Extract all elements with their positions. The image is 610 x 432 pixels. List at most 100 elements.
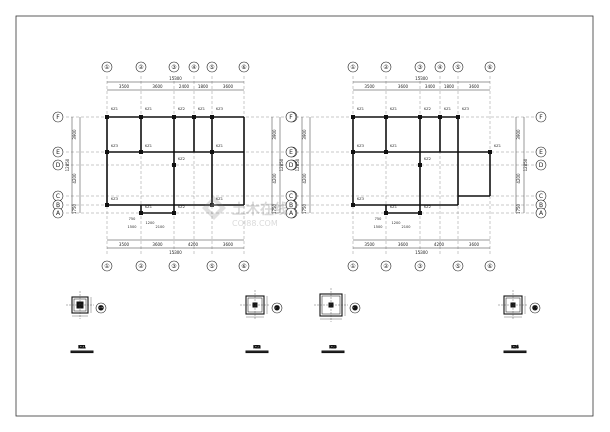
plan_left-left-axis: C bbox=[56, 193, 60, 200]
plan_left-top-axis: ① bbox=[104, 64, 109, 71]
plan-right-note: 2100 bbox=[402, 225, 411, 229]
detail-label: KZ4 bbox=[512, 345, 520, 349]
plan_right-left-axis-circle bbox=[285, 146, 297, 158]
detail-axis: ③ bbox=[352, 305, 357, 312]
detail-axis: ② bbox=[274, 305, 280, 312]
plan-left-column-tag: KZ1 bbox=[216, 197, 223, 201]
plan_left-bottom-axis-circle bbox=[135, 260, 147, 272]
plan_right-right-axis-circle bbox=[535, 159, 547, 171]
plan_right-right-total: 12850 bbox=[523, 158, 528, 171]
plan-right-column-tag: KZ2 bbox=[424, 205, 431, 209]
plan_right-bottom-axis: ② bbox=[383, 263, 389, 270]
plan-left-column-tag: KZ2 bbox=[178, 205, 185, 209]
plan_right-top-dim: 3600 bbox=[469, 84, 480, 89]
plan-right-column-tag: KZ3 bbox=[357, 197, 364, 201]
plan_left-bottom-dim: 3600 bbox=[152, 242, 163, 247]
plan_left-top-total: 15300 bbox=[169, 76, 182, 81]
left-floor-plan bbox=[66, 76, 285, 256]
plan_left-top-axis-circle bbox=[206, 61, 218, 73]
plan_right-top-axis: ⑤ bbox=[455, 64, 460, 71]
plan_right-bottom-axis-circle bbox=[452, 260, 464, 272]
plan_right-left-axis: C bbox=[289, 193, 293, 200]
plan-right-note: 750 bbox=[375, 217, 382, 221]
plan_right-bottom-axis-circle bbox=[347, 260, 359, 272]
plan_left-bottom-axis-circle bbox=[238, 260, 250, 272]
column-detail-3: ③ KZ3 bbox=[314, 288, 361, 354]
plan_left-top-axis: ④ bbox=[191, 64, 196, 71]
plan_right-top-axis-circle bbox=[414, 61, 426, 73]
plan_left-top-dim: 3600 bbox=[223, 84, 234, 89]
plan_right-right-dim: 3900 bbox=[516, 129, 521, 140]
plan_right-right-axis: E bbox=[539, 149, 543, 156]
plan_right-right-axis: D bbox=[539, 162, 544, 169]
plan-right-column-tag: KZ2 bbox=[424, 107, 431, 111]
plan_right-left-axis-circle bbox=[285, 159, 297, 171]
plan_left-bottom-axis: ③ bbox=[171, 263, 176, 270]
plan_right-top-axis: ⑥ bbox=[487, 64, 492, 71]
plan_right-left-dim: 1750 bbox=[302, 203, 307, 214]
plan_left-top-axis: ② bbox=[138, 64, 144, 71]
plan-right-note: 1500 bbox=[374, 225, 383, 229]
plan_right-top-axis-circle bbox=[434, 61, 446, 73]
plan_right-bottom-axis: ③ bbox=[417, 263, 422, 270]
plan-left-column-tag: KZ2 bbox=[178, 157, 185, 161]
plan_left-right-dim: 1750 bbox=[272, 203, 277, 214]
plan_right-top-axis-circle bbox=[484, 61, 496, 73]
plan-left-note: 1500 bbox=[128, 225, 137, 229]
plan_left-right-dim: 3900 bbox=[272, 129, 277, 140]
detail-label: KZ3 bbox=[330, 345, 337, 349]
watermark-logo-icon bbox=[202, 196, 226, 220]
plan_right-top-axis: ① bbox=[350, 64, 355, 71]
plan_left-bottom-dim: 4200 bbox=[188, 242, 199, 247]
plan_left-bottom-axis: ① bbox=[104, 263, 109, 270]
watermark: 土木在线 COI88.COM bbox=[202, 196, 288, 228]
plan_right-bottom-dim: 3500 bbox=[364, 242, 375, 247]
plan_left-bottom-axis-circle bbox=[168, 260, 180, 272]
plan_left-left-axis-circle bbox=[52, 146, 64, 158]
plan_right-right-axis-circle bbox=[535, 207, 547, 219]
plan-left-column-tag: KZ1 bbox=[198, 107, 205, 111]
column-detail-1: ① KZ1 bbox=[66, 291, 107, 354]
plan-left-column-tag: KZ1 bbox=[216, 144, 223, 148]
plan_left-top-dim: 3600 bbox=[152, 84, 163, 89]
plan_left-top-axis-circle bbox=[101, 61, 113, 73]
plan_left-left-dim: 3900 bbox=[72, 129, 77, 140]
plan_right-bottom-axis: ⑥ bbox=[487, 263, 492, 270]
plan_left-left-axis-circle bbox=[52, 111, 64, 123]
plan_right-top-axis: ③ bbox=[417, 64, 422, 71]
plan_left-top-dim: 2400 bbox=[179, 84, 190, 89]
detail-label: KZ1 bbox=[79, 345, 86, 349]
plan_right-top-axis: ② bbox=[383, 64, 389, 71]
plan_right-right-axis-circle bbox=[535, 111, 547, 123]
plan_right-top-axis: ④ bbox=[437, 64, 442, 71]
plan_right-bottom-axis-circle bbox=[484, 260, 496, 272]
detail-axis-circle bbox=[529, 302, 541, 314]
detail-title-underline bbox=[321, 350, 345, 354]
plan_right-left-axis: A bbox=[289, 210, 294, 217]
detail-axis-circle bbox=[271, 302, 283, 314]
plan_right-bottom-axis-circle bbox=[380, 260, 392, 272]
watermark-text: 土木在线 bbox=[232, 201, 288, 218]
plan_right-left-total: 12850 bbox=[295, 158, 300, 171]
plan_right-left-axis-circle bbox=[285, 111, 297, 123]
detail-axis: ① bbox=[98, 305, 103, 312]
detail-title-underline bbox=[503, 350, 527, 354]
plan_right-left-axis: D bbox=[289, 162, 294, 169]
plan_right-left-axis: F bbox=[289, 114, 293, 121]
plan-right-column-tag: KZ2 bbox=[424, 157, 431, 161]
plan_right-right-dim: 1750 bbox=[516, 203, 521, 214]
plan_left-left-dim: 4200 bbox=[72, 173, 77, 184]
plan_left-bottom-axis: ⑤ bbox=[209, 263, 214, 270]
plan_right-bottom-dim: 3600 bbox=[469, 242, 480, 247]
plan-right-column-tag: KZ3 bbox=[462, 107, 469, 111]
plan_left-top-axis: ⑥ bbox=[241, 64, 246, 71]
plan_left-top-axis-circle bbox=[188, 61, 200, 73]
plan_right-top-axis-circle bbox=[452, 61, 464, 73]
sheet-border bbox=[15, 15, 594, 417]
plan_left-left-axis-circle bbox=[52, 159, 64, 171]
plan_right-bottom-axis: ⑤ bbox=[455, 263, 460, 270]
